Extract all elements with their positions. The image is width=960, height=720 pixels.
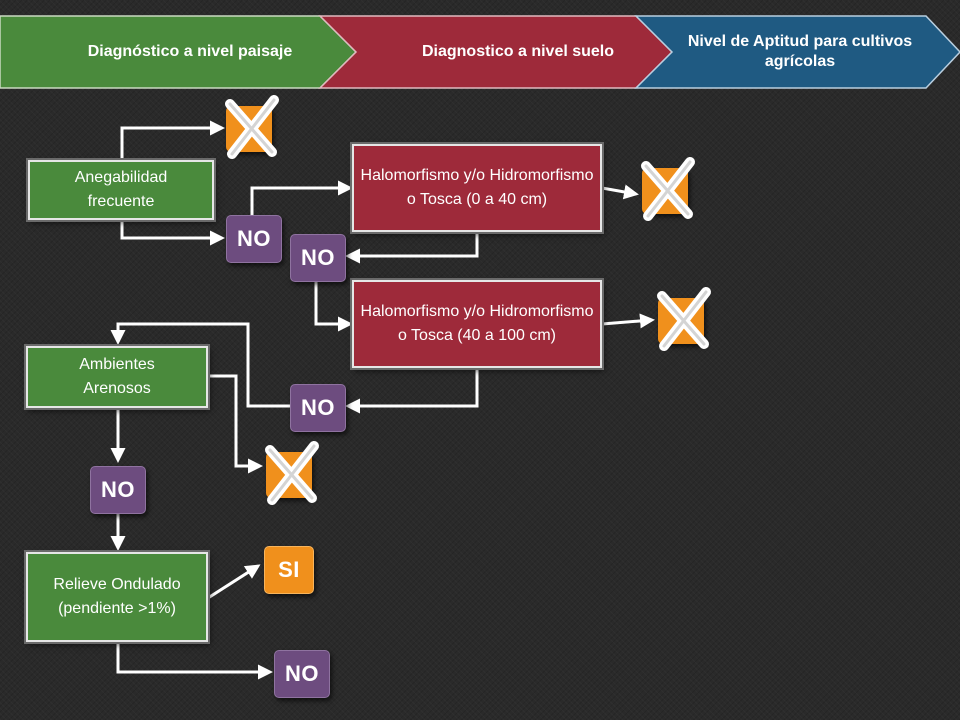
step-aptitud-shape [634,15,960,89]
arrow-halomorfismo-2-to-x [601,313,655,329]
arrow-anegabilidad-to-no [120,220,225,246]
no-tag-3: NO [290,384,346,432]
x-mark-icon [265,441,319,505]
node-ambientes-arenosos: Ambientes Arenosos [26,346,208,408]
node-anegabilidad-frecuente: Anegabilidad frecuente [28,160,214,220]
arrow-no-to-ambientes [110,322,290,408]
arrow-anegabilidad-to-x [120,120,225,160]
arrow-halomorfismo-1-to-no [345,232,479,264]
arrow-no-to-halomorfismo-2 [314,282,353,332]
arrow-relieve-to-si [207,564,261,600]
x-mark-icon [657,287,711,351]
step-aptitud-label: Nivel de Aptitud para cultivos agrícolas [687,33,913,70]
arrow-halomorfismo-2-to-no [345,368,479,414]
si-tag: SI [264,546,314,594]
arrow-no-to-halomorfismo-1 [250,180,353,215]
node-halomorfismo-40-100: Halomorfismo y/o Hidromorfismo o Tosca (… [352,280,602,368]
step-suelo-label: Diagnostico a nivel suelo [421,43,615,60]
no-tag-1: NO [226,215,282,263]
arrow-ambientes-to-x [208,374,263,474]
arrow-relieve-to-no [116,642,273,680]
x-mark-icon [225,95,279,159]
x-mark-icon [641,157,695,221]
no-tag-5: NO [274,650,330,698]
arrow-halomorfismo-1-to-x [601,184,639,200]
no-tag-4: NO [90,466,146,514]
process-steps-banner [0,15,960,89]
node-relieve-ondulado: Relieve Ondulado (pendiente >1%) [26,552,208,642]
node-halomorfismo-0-40: Halomorfismo y/o Hidromorfismo o Tosca (… [352,144,602,232]
step-paisaje-label: Diagnóstico a nivel paisaje [87,43,293,60]
no-tag-2: NO [290,234,346,282]
